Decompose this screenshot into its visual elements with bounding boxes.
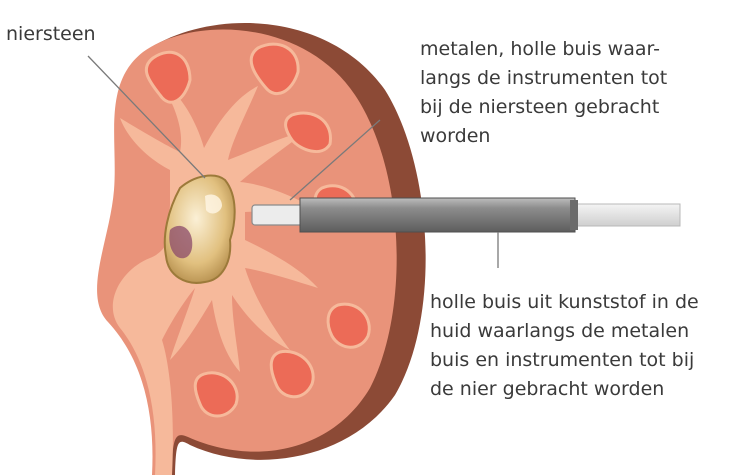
metal-tube-label-line-2: langs de instrumenten tot [420, 64, 667, 93]
metal-tube-label: metalen, holle buis waar- langs de instr… [420, 35, 667, 151]
metal-tube-label-line-1: metalen, holle buis waar- [420, 35, 667, 64]
plastic-tube-label-line-2: huid waarlangs de metalen [430, 317, 699, 346]
plastic-tube [300, 198, 575, 232]
plastic-tube-label-line-3: buis en instrumenten tot bij [430, 346, 699, 375]
plastic-tube-label-line-4: de nier gebracht worden [430, 375, 699, 404]
metal-tube-label-line-4: worden [420, 122, 667, 151]
plastic-tube-label: holle buis uit kunststof in de huid waar… [430, 288, 699, 404]
kidney-stone-label-line: niersteen [6, 20, 96, 49]
pyramid-7 [195, 373, 237, 416]
plastic-tube-label-line-1: holle buis uit kunststof in de [430, 288, 699, 317]
plastic-tube-cap [570, 200, 578, 230]
pyramid-5 [328, 304, 369, 347]
kidney-stone-label: niersteen [6, 20, 96, 49]
metal-tube-label-line-3: bij de niersteen gebracht [420, 93, 667, 122]
